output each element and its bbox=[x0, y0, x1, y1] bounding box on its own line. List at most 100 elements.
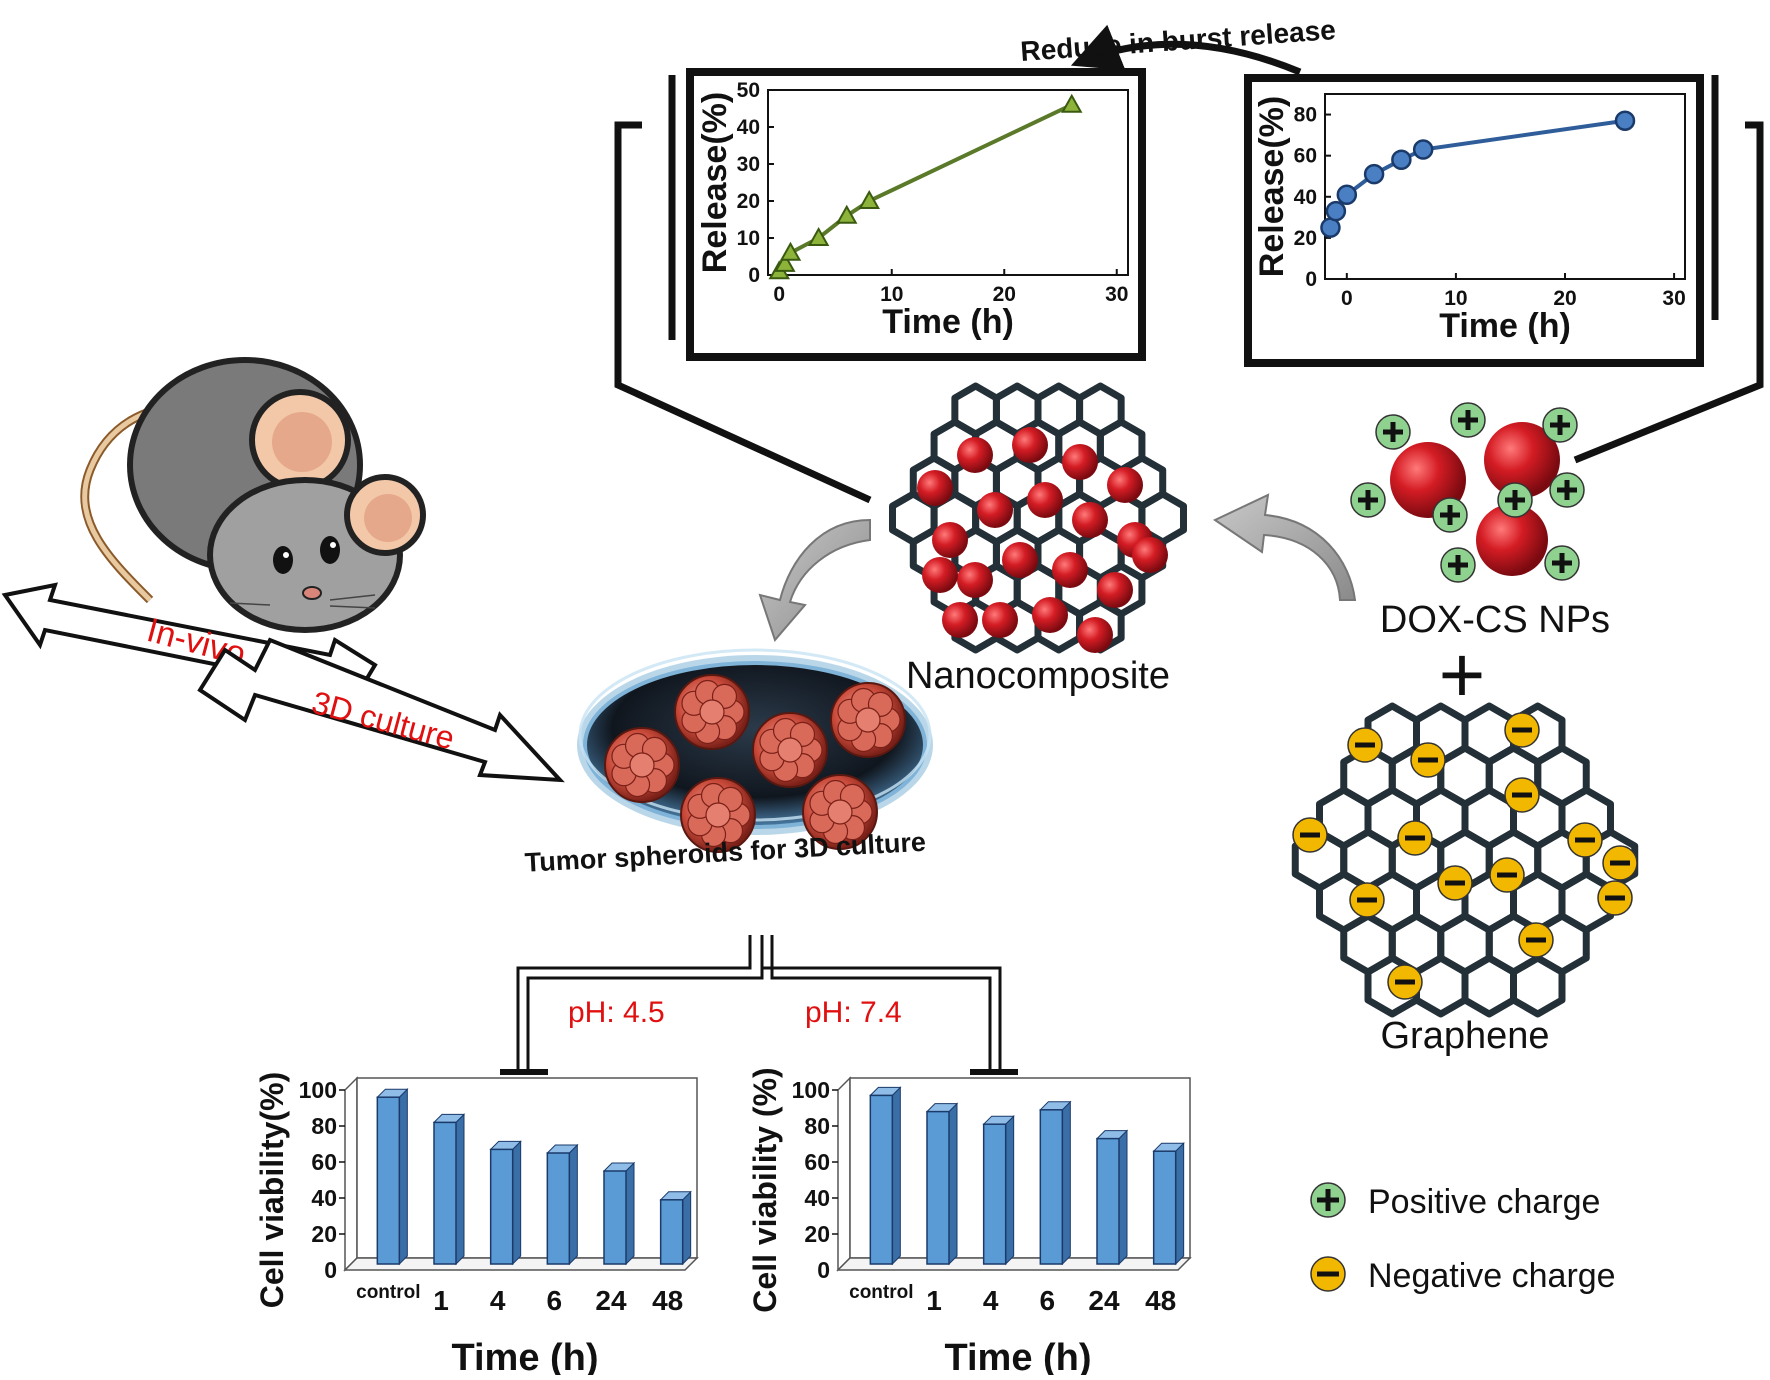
x-tick-label: 30 bbox=[1662, 287, 1685, 310]
bar-side bbox=[682, 1190, 692, 1266]
x-tick-label: 20 bbox=[1553, 287, 1576, 310]
y-tick-label: 40 bbox=[1294, 186, 1317, 209]
y-axis-label: Release(%) bbox=[696, 92, 734, 273]
x-tick-label: 10 bbox=[1444, 287, 1467, 310]
y-tick-label: 50 bbox=[737, 79, 760, 102]
drug-sphere bbox=[957, 437, 993, 473]
nanocomposite-label: Nanocomposite bbox=[906, 655, 1170, 697]
chart-back-wall bbox=[849, 1077, 1191, 1259]
bar bbox=[1152, 1150, 1177, 1265]
y-tick-label: 60 bbox=[804, 1149, 830, 1175]
chart-side-wall bbox=[837, 1076, 851, 1272]
x-tick-label: 1 bbox=[433, 1285, 449, 1316]
y-tick-label: 40 bbox=[737, 116, 760, 139]
bar bbox=[1096, 1137, 1120, 1265]
x-tick-label: 10 bbox=[880, 283, 903, 306]
chart-back-wall bbox=[356, 1077, 698, 1259]
bar bbox=[433, 1121, 457, 1265]
bar-side bbox=[398, 1087, 408, 1266]
bar-side bbox=[1175, 1141, 1185, 1266]
ph-74-label: pH: 7.4 bbox=[805, 996, 902, 1029]
data-point bbox=[1363, 163, 1385, 185]
y-tick-label: 20 bbox=[311, 1221, 337, 1247]
drug-sphere bbox=[1072, 502, 1108, 538]
y-tick-label: 40 bbox=[311, 1185, 337, 1211]
petri-dish bbox=[577, 648, 933, 853]
y-tick-label: 0 bbox=[1305, 268, 1317, 291]
y-axis-label: Release(%) bbox=[1253, 96, 1291, 277]
data-point bbox=[1412, 139, 1434, 160]
data-point bbox=[858, 189, 880, 209]
legend: Positive charge Negative charge bbox=[1310, 1182, 1616, 1295]
bar bbox=[489, 1148, 514, 1265]
x-tick-label: 24 bbox=[595, 1285, 627, 1316]
y-tick-label: 60 bbox=[1294, 145, 1317, 168]
drug-sphere bbox=[917, 470, 953, 506]
y-tick-label: 20 bbox=[804, 1221, 830, 1247]
y-tick-label: 20 bbox=[737, 190, 760, 213]
drug-sphere bbox=[932, 522, 968, 558]
data-point bbox=[807, 226, 830, 246]
bar-side bbox=[948, 1102, 958, 1266]
legend-negative-label: Negative charge bbox=[1368, 1257, 1616, 1295]
bar-side bbox=[568, 1143, 578, 1266]
x-tick-label: 24 bbox=[1088, 1285, 1120, 1316]
chart-side-wall bbox=[344, 1076, 358, 1272]
x-tick-label: 4 bbox=[983, 1285, 999, 1316]
x-axis-label: Time (h) bbox=[1439, 307, 1571, 345]
data-point bbox=[1391, 149, 1412, 171]
x-tick-label: 1 bbox=[926, 1285, 942, 1316]
spheroid-cell bbox=[855, 707, 881, 733]
bar-side bbox=[455, 1113, 465, 1266]
drug-sphere bbox=[1107, 467, 1143, 503]
burst-release-label: Reduce in burst release bbox=[1019, 14, 1336, 67]
y-tick-label: 20 bbox=[1294, 227, 1317, 250]
y-tick-label: 0 bbox=[817, 1257, 830, 1283]
bar bbox=[376, 1096, 401, 1265]
drug-sphere bbox=[922, 557, 958, 593]
x-axis-label: Time (h) bbox=[451, 1337, 598, 1375]
drug-sphere bbox=[1002, 542, 1038, 578]
y-tick-label: 40 bbox=[804, 1185, 830, 1211]
data-point bbox=[1061, 93, 1083, 113]
bar-side bbox=[891, 1086, 901, 1266]
x-tick-label: 0 bbox=[1341, 287, 1353, 310]
lattice-hexagon bbox=[1413, 954, 1469, 1018]
lattice-hexagon bbox=[1461, 954, 1517, 1018]
data-point bbox=[1614, 110, 1636, 131]
y-tick-label: 60 bbox=[311, 1149, 337, 1175]
x-tick-label: 48 bbox=[1145, 1285, 1176, 1316]
dox-cs-label: DOX-CS NPs bbox=[1380, 599, 1610, 641]
bar-side bbox=[625, 1161, 635, 1266]
bar bbox=[869, 1094, 894, 1265]
y-tick-label: 10 bbox=[737, 227, 760, 250]
drug-sphere bbox=[942, 602, 978, 638]
graphene-illustration bbox=[1291, 702, 1639, 1018]
y-tick-label: 100 bbox=[299, 1077, 337, 1103]
spheroid-cell bbox=[827, 799, 853, 825]
drug-sphere bbox=[1062, 444, 1098, 480]
y-axis-label: Cell viability(%) bbox=[254, 1072, 290, 1309]
bar bbox=[546, 1152, 571, 1265]
gray-arrow-to-dish bbox=[758, 518, 871, 642]
x-tick-label: control bbox=[356, 1282, 420, 1303]
x-tick-label: 6 bbox=[547, 1285, 563, 1316]
data-point bbox=[779, 241, 802, 261]
drug-sphere bbox=[957, 562, 993, 598]
x-tick-label: 6 bbox=[1040, 1285, 1056, 1316]
bar-side bbox=[1061, 1100, 1071, 1266]
spheroid-cell bbox=[705, 802, 731, 828]
bar bbox=[982, 1123, 1007, 1265]
dox-cs-nps-illustration bbox=[1350, 402, 1585, 583]
drug-sphere bbox=[1132, 537, 1168, 573]
drug-sphere bbox=[1012, 427, 1048, 463]
y-tick-label: 80 bbox=[311, 1113, 337, 1139]
y-tick-label: 100 bbox=[792, 1077, 830, 1103]
data-point bbox=[836, 204, 858, 224]
bar bbox=[603, 1170, 627, 1265]
